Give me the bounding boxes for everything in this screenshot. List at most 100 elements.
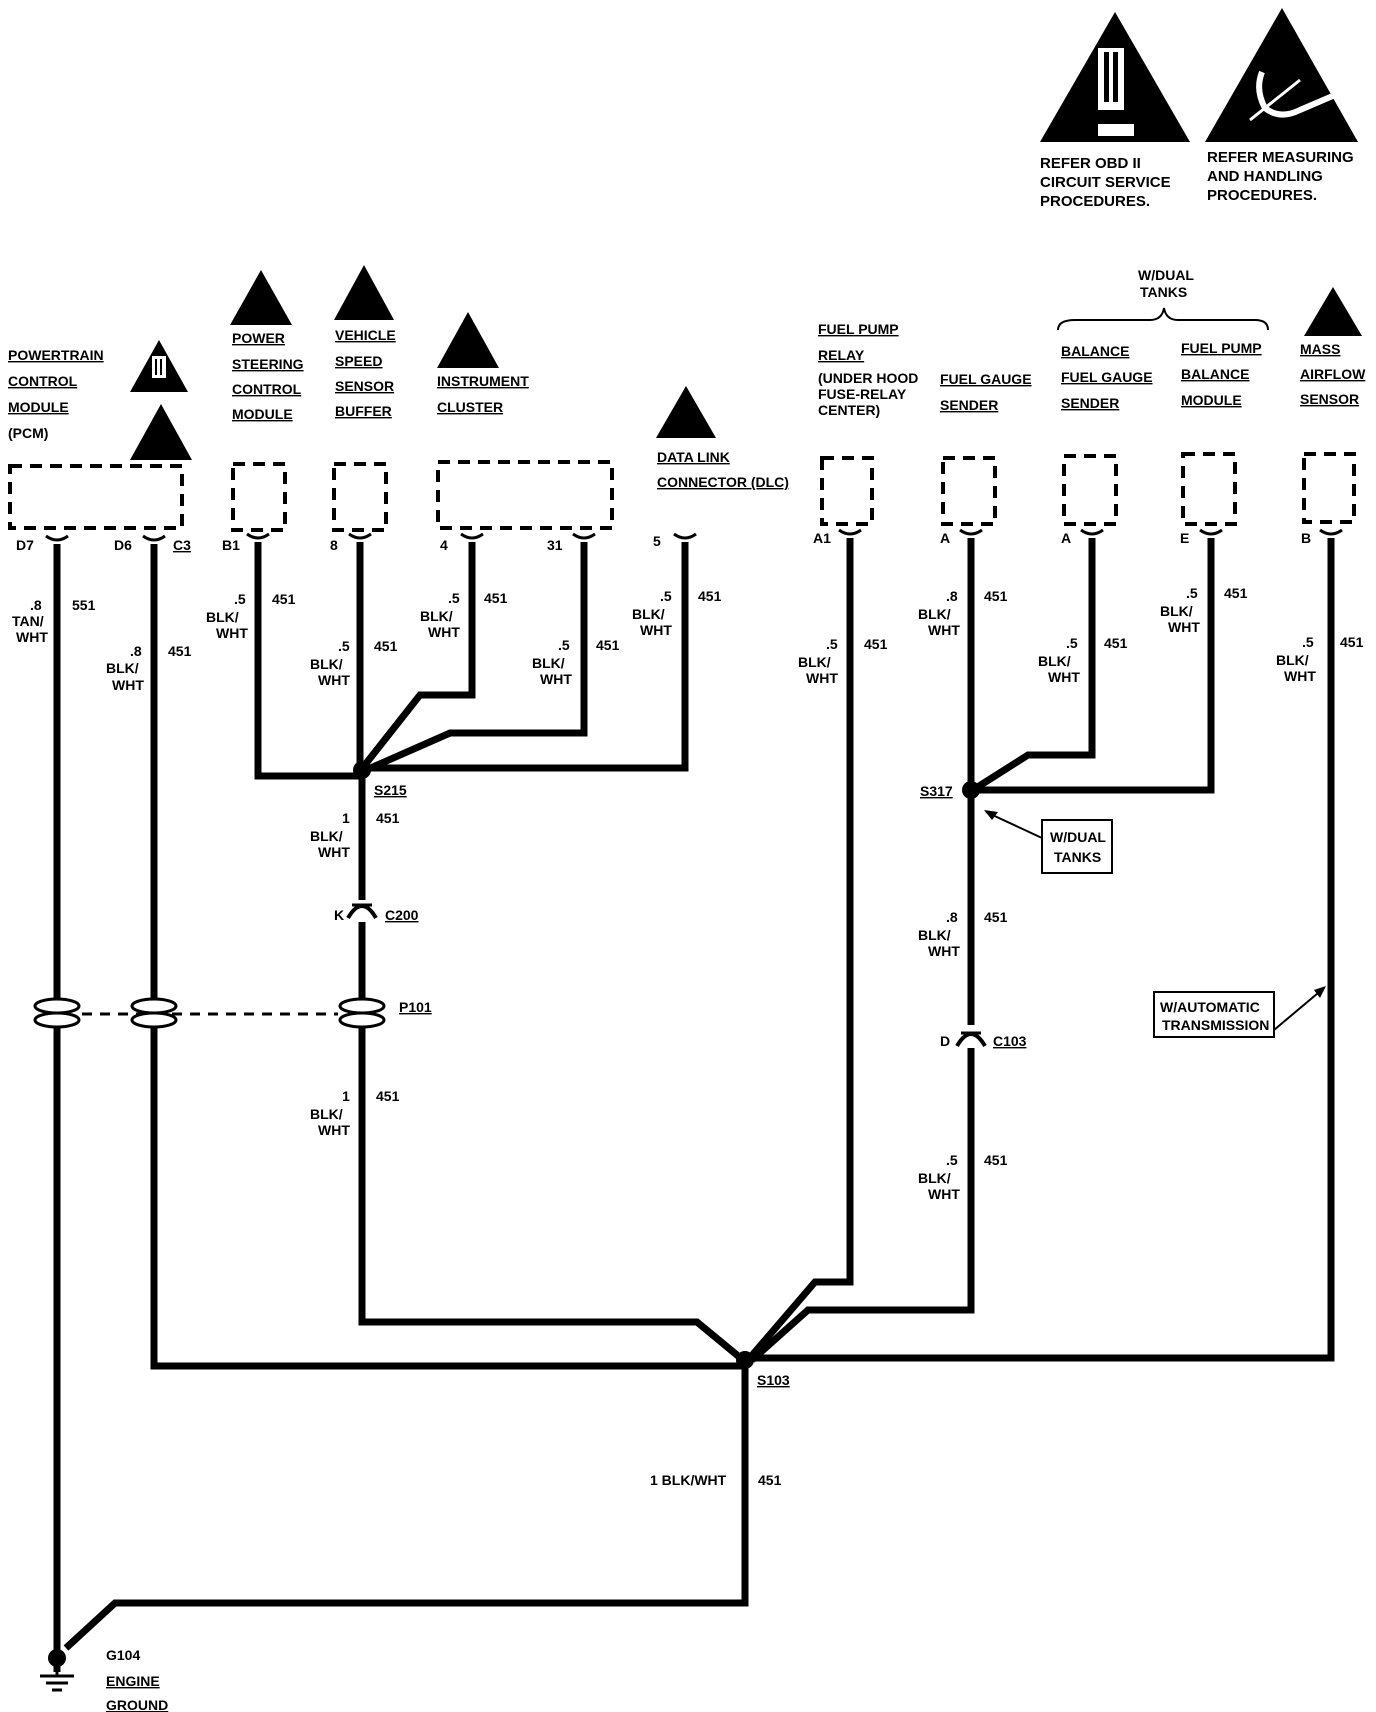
svg-text:.5: .5 [558,637,570,653]
svg-text:(PCM): (PCM) [8,425,48,441]
balance-module-label: FUEL PUMP BALANCE MODULE [1181,340,1262,408]
svg-text:451: 451 [168,643,192,659]
svg-text:5: 5 [653,533,661,549]
dual-tanks-brace: W/DUAL TANKS [1057,267,1269,331]
svg-text:G104: G104 [106,1647,140,1663]
fuel-gauge-label: FUEL GAUGE SENDER [940,371,1032,413]
svg-text:W/AUTOMATIC: W/AUTOMATIC [1160,999,1260,1015]
wire-c200-down [358,922,746,1363]
svg-text:BLK/: BLK/ [1160,603,1193,619]
svg-text:WHT: WHT [1048,669,1080,685]
svg-text:CIRCUIT SERVICE: CIRCUIT SERVICE [1040,174,1171,191]
svg-text:451: 451 [376,1088,400,1104]
gauge-box [941,456,997,526]
ground-symbol [40,1667,74,1692]
wire-balance-module [976,538,1215,794]
svg-text:REFER MEASURING: REFER MEASURING [1207,149,1354,166]
passthrough-p101: P101 [33,997,432,1029]
svg-text:RELAY: RELAY [818,347,865,363]
svg-text:B: B [1301,530,1311,546]
svg-text:FUEL PUMP: FUEL PUMP [818,321,899,337]
wire-pcm-d6 [150,544,745,1370]
note-auto-trans: W/AUTOMATIC TRANSMISSION [1153,986,1326,1038]
cluster-box [436,460,614,530]
svg-text:BLK/: BLK/ [532,655,565,671]
svg-text:WHT: WHT [428,624,460,640]
dlc-label: DATA LINK CONNECTOR (DLC) [656,386,789,490]
svg-text:WHT: WHT [112,677,144,693]
wire-dlc [366,542,689,772]
svg-text:REFER OBD II: REFER OBD II [1040,155,1141,172]
svg-text:.5: .5 [826,636,838,652]
svg-text:.5: .5 [1066,635,1078,651]
svg-text:WHT: WHT [216,625,248,641]
svg-text:D6: D6 [114,537,132,553]
svg-text:1 BLK/WHT: 1 BLK/WHT [650,1472,727,1488]
splice-s103 [736,1351,754,1369]
svg-text:ENGINE: ENGINE [106,1673,160,1689]
svg-text:SENSOR: SENSOR [335,378,394,394]
svg-text:AND HANDLING: AND HANDLING [1207,168,1323,185]
svg-text:BLK/: BLK/ [918,606,951,622]
svg-text:C200: C200 [385,907,419,923]
legend-obd-symbol [1040,12,1190,142]
svg-text:451: 451 [864,636,888,652]
svg-text:INSTRUMENT: INSTRUMENT [437,373,529,389]
svg-text:451: 451 [596,637,620,653]
svg-text:451: 451 [484,590,508,606]
svg-text:1: 1 [342,1088,350,1104]
connector-c200: K C200 [334,903,419,923]
svg-text:SENDER: SENDER [1061,395,1119,411]
svg-text:.5: .5 [448,590,460,606]
splice-s317-label: S317 [920,783,953,799]
pin-labels: D7 D6 C3 B1 8 4 31 5 A1 A A E B [16,530,1311,553]
svg-text:FUEL GAUGE: FUEL GAUGE [1061,369,1153,385]
svg-text:WHT: WHT [640,622,672,638]
pscm-label: POWER STEERING CONTROL MODULE [230,270,304,422]
svg-text:WHT: WHT [318,1122,350,1138]
svg-text:.8: .8 [30,597,42,613]
svg-text:A: A [940,530,950,546]
vss-label: VEHICLE SPEED SENSOR BUFFER [334,265,396,419]
pcm-label: POWERTRAIN CONTROL MODULE (PCM) [8,347,104,441]
maf-label: MASS AIRFLOW SENSOR [1300,287,1366,407]
svg-text:BLK/: BLK/ [310,828,343,844]
svg-text:A1: A1 [813,530,831,546]
svg-text:4: 4 [440,537,448,553]
ground-label: G104 ENGINE GROUND [106,1647,168,1712]
svg-text:BLK/: BLK/ [310,656,343,672]
svg-text:C103: C103 [993,1033,1027,1049]
svg-text:BLK/: BLK/ [632,606,665,622]
vss-esd-icon [334,265,394,320]
svg-text:K: K [334,907,344,923]
svg-text:31: 31 [547,537,563,553]
svg-text:451: 451 [1340,634,1364,650]
wire-s103-ground [63,1364,749,1651]
svg-text:BLK/: BLK/ [1276,652,1309,668]
note-dual-tanks: W/DUAL TANKS [984,810,1113,874]
svg-text:PROCEDURES.: PROCEDURES. [1207,187,1317,204]
svg-text:MODULE: MODULE [1181,392,1242,408]
svg-text:BALANCE: BALANCE [1061,343,1129,359]
svg-text:451: 451 [374,638,398,654]
svg-text:D7: D7 [16,537,34,553]
svg-text:VEHICLE: VEHICLE [335,327,396,343]
svg-text:451: 451 [984,909,1008,925]
svg-text:451: 451 [758,1472,782,1488]
svg-text:WHT: WHT [1168,619,1200,635]
svg-text:B1: B1 [222,537,240,553]
svg-text:WHT: WHT [928,943,960,959]
svg-text:AIRFLOW: AIRFLOW [1300,366,1366,382]
splice-s215 [353,761,371,779]
svg-text:BLK/: BLK/ [918,1170,951,1186]
svg-text:MASS: MASS [1300,341,1340,357]
svg-text:WHT: WHT [16,629,48,645]
splice-s317 [962,781,980,799]
pscm-esd-icon [230,270,292,325]
maf-box [1302,452,1356,524]
wire-gauge-lower [749,1048,975,1363]
wire-pscm [254,542,362,780]
svg-text:WHT: WHT [928,1186,960,1202]
vss-box [332,462,388,532]
